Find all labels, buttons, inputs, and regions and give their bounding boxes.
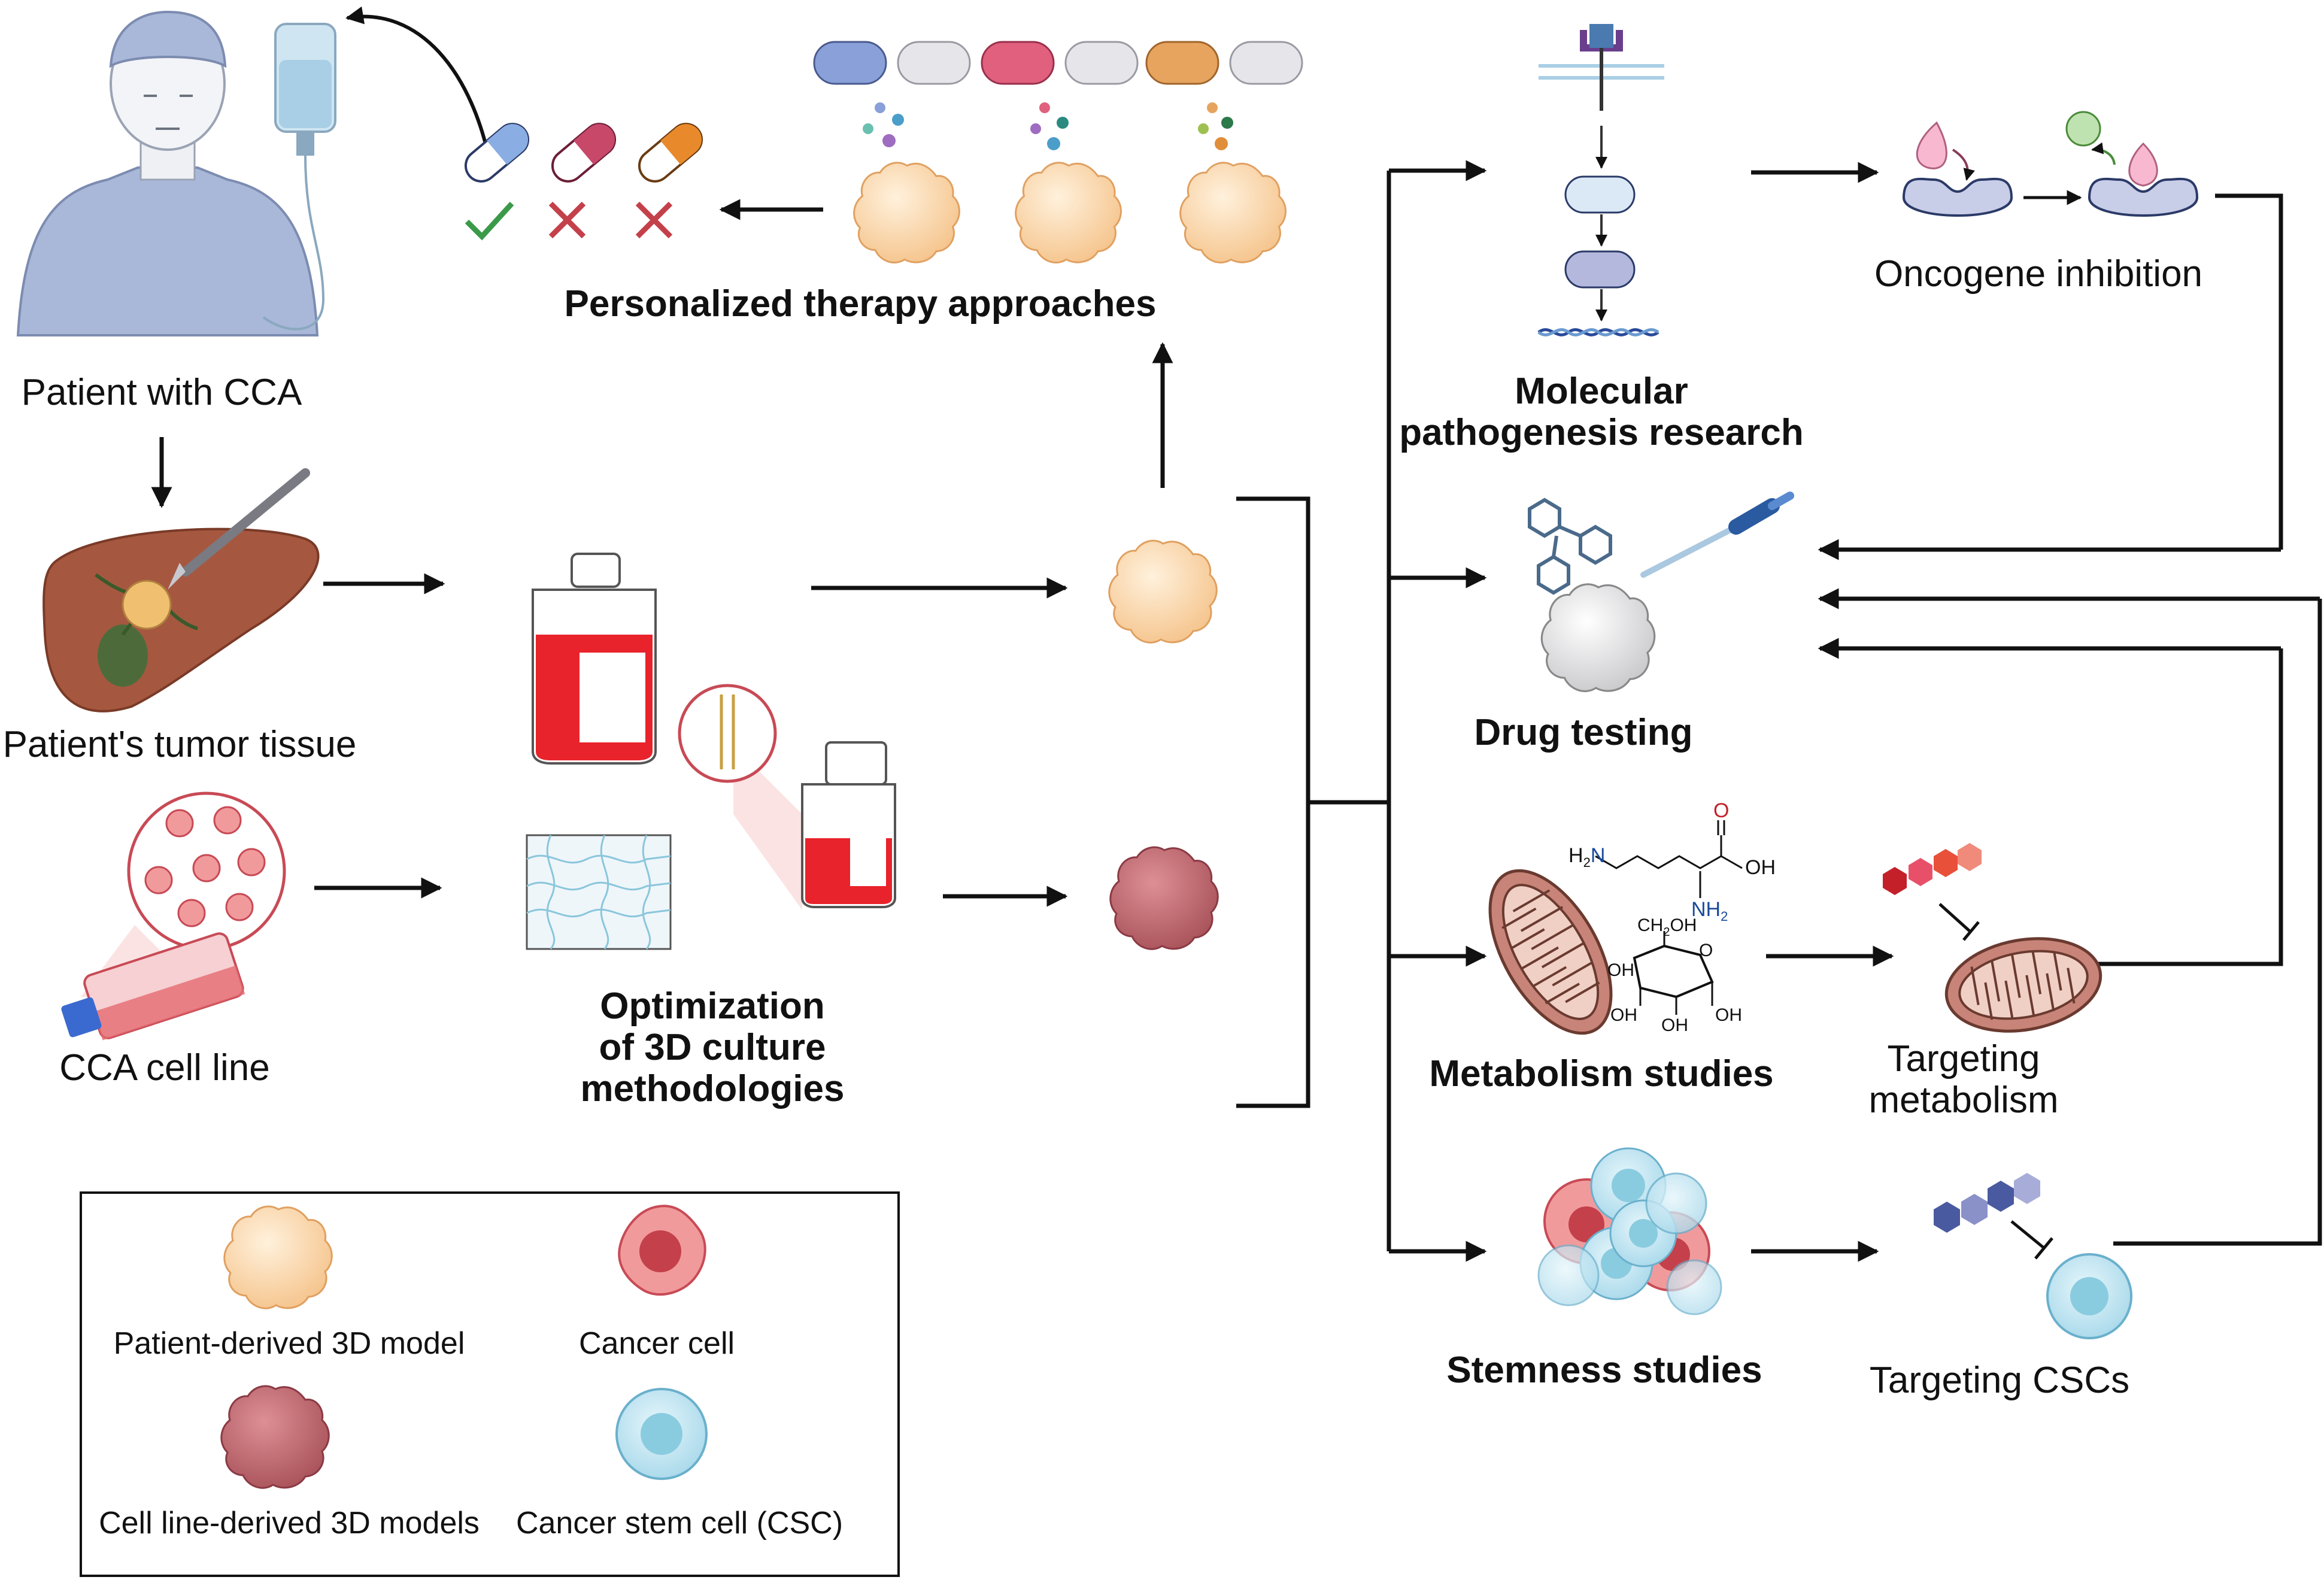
stemness-cluster-icon	[1537, 1147, 1722, 1315]
svg-text:OH: OH	[1661, 1015, 1688, 1035]
pill-tested-blue-icon	[464, 123, 530, 183]
mitochondrion-icon	[1488, 869, 1613, 1035]
pipette-icon	[1640, 492, 1794, 578]
signaling-pathway-icon	[1537, 24, 1664, 336]
legend-label-cellline-model: Cell line-derived 3D models	[99, 1506, 480, 1540]
svg-text:CH2OH: CH2OH	[1637, 915, 1697, 939]
svg-text:H2N: H2N	[1568, 844, 1605, 870]
organoid-cellline-derived	[1109, 846, 1219, 950]
label-targeting-metabolism-line2: metabolism	[1868, 1079, 2059, 1121]
label-optimization-line3: methodologies	[580, 1068, 845, 1109]
legend-label-csc: Cancer stem cell (CSC)	[515, 1506, 844, 1540]
label-personalized-therapy: Personalized therapy approaches	[564, 283, 1157, 325]
svg-text:O: O	[1713, 799, 1729, 822]
label-metabolism-studies: Metabolism studies	[1429, 1053, 1774, 1094]
label-cell-line: CCA cell line	[59, 1047, 270, 1088]
arrow-pills-to-iv	[345, 6, 493, 168]
label-drug-testing: Drug testing	[1474, 712, 1693, 753]
media-bottle-icon	[532, 553, 657, 765]
label-molecular-line2: pathogenesis research	[1399, 412, 1804, 453]
capsule-pink-icon	[981, 41, 1139, 85]
mitochondrion-target-icon	[1944, 937, 2102, 1033]
pill-tested-red-icon	[551, 123, 617, 183]
csc-target-nucleus	[2070, 1277, 2108, 1315]
legend-box	[80, 1191, 900, 1577]
drug-molecules-icon	[1528, 498, 1612, 595]
label-patient: Patient with CCA	[21, 372, 302, 413]
capsule-orange-icon	[1145, 41, 1303, 85]
check-icon	[465, 201, 514, 241]
matrix-scaffold-icon	[526, 834, 672, 950]
organoid-therapy-2	[1015, 162, 1122, 264]
label-optimization-line2: of 3D culture	[599, 1027, 826, 1068]
metabolism-inhibitor-icon	[1883, 843, 1982, 941]
legend-label-patient-model: Patient-derived 3D model	[113, 1326, 465, 1361]
branch-bracket	[1236, 171, 1391, 1251]
lysine-structure: H2N OH O NH2	[1568, 799, 1776, 924]
cross-icon-2	[635, 201, 673, 239]
oncogene-receptor-icon	[1902, 111, 2199, 217]
bioreactor-bottle-icon	[678, 684, 896, 910]
svg-text:OH: OH	[1715, 1005, 1742, 1025]
glucose-structure: CH2OH O OH OH OH OH	[1607, 915, 1742, 1035]
label-oncogene-inhibition: Oncogene inhibition	[1874, 253, 2203, 295]
culture-flask-icon	[61, 932, 245, 1041]
scalpel-icon	[168, 468, 310, 590]
legend-label-cancer-cell: Cancer cell	[578, 1326, 735, 1361]
pill-tested-orange-icon	[638, 123, 703, 183]
organoid-therapy-1	[853, 162, 960, 264]
svg-text:NH2: NH2	[1691, 898, 1728, 924]
svg-text:OH: OH	[1607, 960, 1634, 980]
svg-text:OH: OH	[1610, 1005, 1637, 1025]
svg-text:OH: OH	[1745, 856, 1776, 879]
capsule-blue-icon	[813, 41, 971, 85]
organoid-therapy-3	[1179, 162, 1287, 264]
legend-cancer-cell-icon	[618, 1205, 706, 1296]
organoid-patient-derived	[1108, 539, 1218, 644]
liver-icon	[43, 527, 320, 712]
label-optimization-line1: Optimization	[600, 985, 825, 1027]
csc-inhibitor-icon	[1934, 1173, 2053, 1260]
organoid-drug-testing	[1540, 583, 1656, 693]
drug-particles	[863, 102, 1233, 150]
feedback-lines	[2092, 193, 2322, 1246]
patient-illustration	[16, 10, 319, 336]
svg-text:O: O	[1699, 941, 1713, 960]
label-targeting-cscs: Targeting CSCs	[1869, 1360, 2130, 1401]
label-targeting-metabolism-line1: Targeting	[1887, 1038, 2040, 1079]
legend-csc-icon	[615, 1388, 708, 1480]
label-stemness-studies: Stemness studies	[1446, 1350, 1762, 1391]
label-molecular-line1: Molecular	[1515, 371, 1688, 412]
label-tumor-tissue: Patient's tumor tissue	[2, 724, 357, 765]
iv-bag-icon	[262, 23, 336, 330]
cross-icon	[548, 201, 586, 239]
